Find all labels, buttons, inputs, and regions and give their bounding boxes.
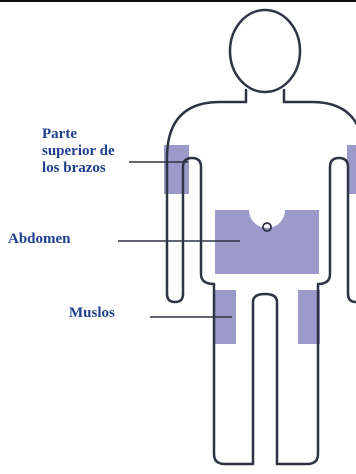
- abdomen-label: Abdomen: [8, 231, 71, 247]
- left-hand-outline: [165, 292, 185, 304]
- right-torso-outline: [275, 156, 350, 466]
- thigh-right-area: [298, 290, 320, 344]
- head-outline: [228, 8, 302, 94]
- navel-icon: [262, 222, 272, 232]
- left-torso-outline: [181, 156, 279, 466]
- abdomen-area: [215, 210, 319, 274]
- body-outline: [165, 88, 356, 296]
- thighs-label: Muslos: [69, 305, 115, 321]
- upper-arms-label: Parte superior de los brazos: [42, 126, 115, 176]
- right-hand-outline: [346, 292, 356, 304]
- upper-arm-right-area: [347, 145, 356, 194]
